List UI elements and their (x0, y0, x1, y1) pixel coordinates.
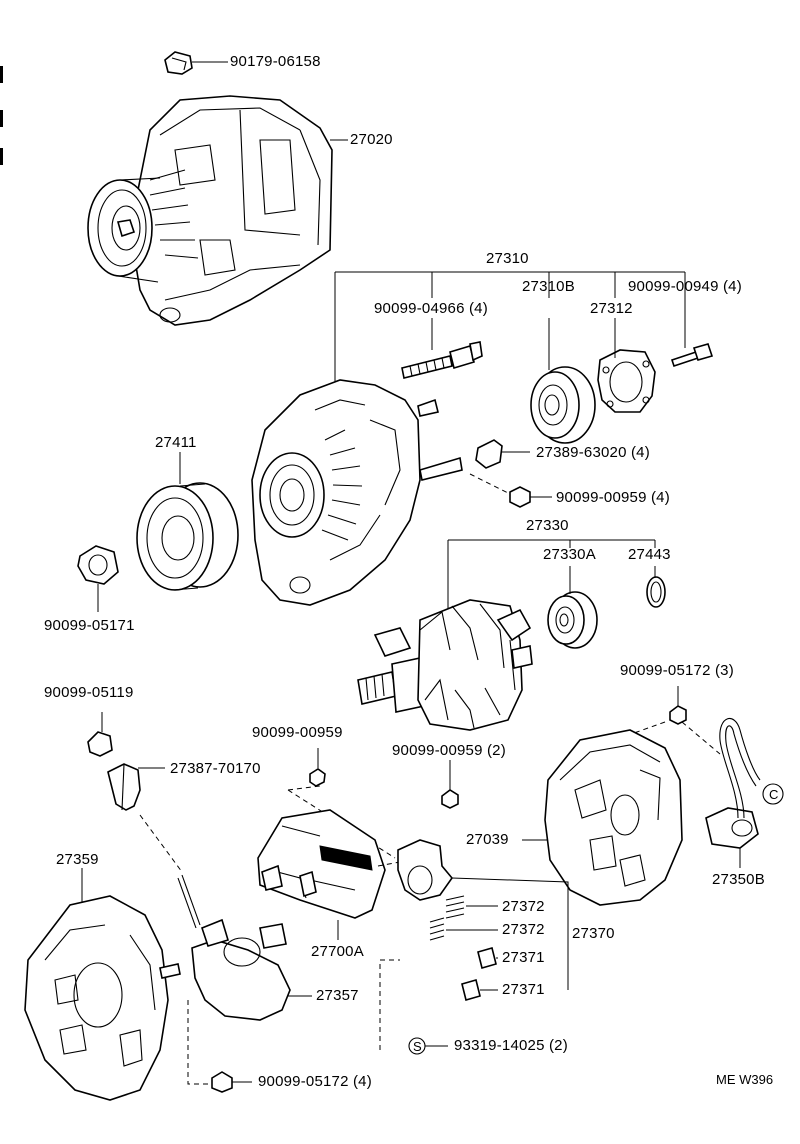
part-number-90179-06158: 90179-06158 (230, 53, 321, 70)
part-number-27359: 27359 (56, 851, 99, 868)
cap-nut-drawing (164, 51, 193, 75)
s-mark-letter: S (413, 1039, 422, 1054)
leader-line (480, 957, 498, 991)
pulley-drawing (136, 482, 239, 591)
stud-bolt-drawing (401, 341, 483, 379)
part-number-27411: 27411 (155, 434, 197, 451)
leader-line (451, 877, 569, 990)
rear-end-frame-drawing (24, 895, 181, 1101)
part-number-90099-00959-top: 90099-00959 (252, 724, 343, 741)
part-number-90099-00959-4: 90099-00959 (4) (556, 489, 670, 506)
drive-end-frame-drawing (251, 379, 463, 606)
part-number-27039: 27039 (466, 831, 509, 848)
ring-drawing (646, 576, 666, 608)
drawing-code: ME W396 (716, 1072, 774, 1087)
part-number-27357: 27357 (316, 987, 359, 1004)
regulator-drawing (257, 809, 386, 919)
alignment-dashes (377, 861, 401, 867)
leader-line (447, 539, 656, 640)
nut-drawing (509, 486, 531, 508)
brush-holder-drawing (397, 839, 454, 901)
part-number-90099-05119: 90099-05119 (44, 684, 134, 701)
part-number-90099-05172-4: 90099-05172 (4) (258, 1073, 372, 1090)
terminal-c-letter: C (769, 787, 779, 802)
part-number-27389-63020: 27389-63020 (4) (536, 444, 650, 461)
alignment-dashes (139, 814, 183, 873)
alignment-dashes (469, 473, 511, 495)
part-number-27387-70170: 27387-70170 (170, 760, 261, 777)
insulator-drawing (475, 439, 503, 469)
part-number-27370: 27370 (572, 925, 615, 942)
part-number-27330A: 27330A (543, 546, 596, 563)
pulley-nut-drawing (77, 545, 119, 585)
part-number-27312: 27312 (590, 300, 633, 317)
retainer-plate-drawing (597, 349, 656, 413)
bearing-drawing (530, 366, 596, 444)
part-number-27350B: 27350B (712, 871, 765, 888)
page-edge-mark (0, 66, 3, 83)
brush-plate-drawing (177, 874, 291, 1021)
insulator-bushing-drawing (107, 763, 141, 811)
rear-cover-drawing (544, 729, 683, 906)
page-edge-mark (0, 148, 3, 165)
part-number-27372-a: 27372 (502, 898, 545, 915)
brush-drawing (461, 947, 497, 1001)
part-number-27443: 27443 (628, 546, 671, 563)
spring-drawing (429, 895, 465, 941)
brush-nut-drawing (441, 789, 459, 809)
rotor-bearing-drawing (547, 591, 598, 649)
part-number-27371-a: 27371 (502, 949, 545, 966)
part-number-93319-14025: 93319-14025 (2) (454, 1037, 568, 1054)
terminal-cap-drawing (87, 731, 113, 757)
terminal-cable-drawing (705, 718, 784, 849)
part-number-27371-b: 27371 (502, 981, 545, 998)
part-number-27020: 27020 (350, 131, 393, 148)
leader-line (334, 271, 686, 385)
part-number-90099-04966: 90099-04966 (4) (374, 300, 488, 317)
part-number-90099-00959-2: 90099-00959 (2) (392, 742, 506, 759)
screw-drawing (670, 343, 714, 368)
part-number-90099-05172-3: 90099-05172 (3) (620, 662, 734, 679)
part-number-27372-b: 27372 (502, 921, 545, 938)
part-number-90099-05171: 90099-05171 (44, 617, 135, 634)
leader-line (446, 905, 498, 931)
alternator-assembly-drawing (87, 95, 333, 326)
rear-nut-drawing (669, 705, 687, 725)
part-number-27700A: 27700A (311, 943, 364, 960)
bottom-nut-drawing (211, 1071, 233, 1093)
part-number-27310B: 27310B (522, 278, 575, 295)
alignment-dashes (187, 959, 400, 1085)
page-edge-mark (0, 110, 3, 127)
small-nut-drawing (309, 768, 326, 787)
rotor-drawing (357, 599, 533, 731)
part-number-27310: 27310 (486, 250, 529, 267)
part-number-27330: 27330 (526, 517, 569, 534)
part-number-90099-00949: 90099-00949 (4) (628, 278, 742, 295)
